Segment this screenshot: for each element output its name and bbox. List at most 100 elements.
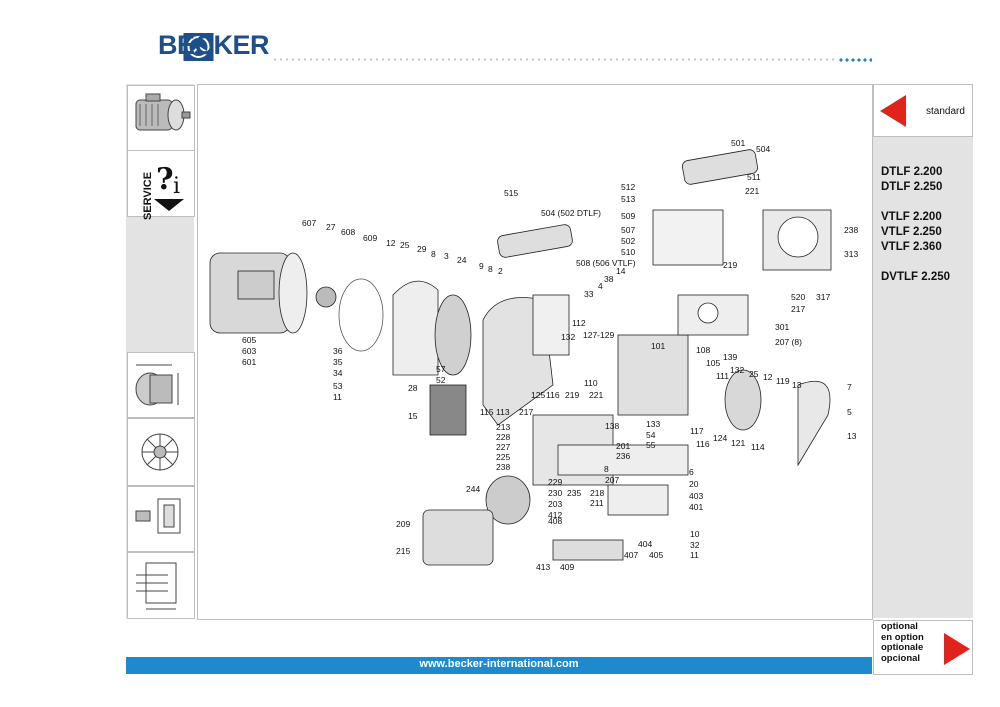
dimension-thumb-motor[interactable] xyxy=(127,352,195,418)
part-number: 317 xyxy=(816,292,831,302)
part-number: 116 xyxy=(546,390,560,400)
part-number: 236 xyxy=(616,451,631,461)
part-number: 36 xyxy=(333,346,343,356)
footer-url[interactable]: www.becker-international.com xyxy=(419,658,579,670)
part-number: 607 xyxy=(302,218,317,228)
part-number: 139 xyxy=(723,352,738,362)
part-number: 125 xyxy=(531,390,546,400)
part-number: 513 xyxy=(621,194,636,204)
part-number: 57 xyxy=(436,364,446,374)
becker-logo-icon xyxy=(183,33,214,61)
brand-name: BECKER xyxy=(158,30,270,60)
part-number: 13 xyxy=(847,431,857,441)
part-number: 132 xyxy=(730,365,745,375)
part-number: 101 xyxy=(651,341,666,351)
part-number: 203 xyxy=(548,499,563,509)
part-number: 221 xyxy=(745,186,760,196)
part-number: 502 xyxy=(621,236,636,246)
part-number: 507 xyxy=(621,225,636,235)
part-number: 116 xyxy=(696,439,710,449)
part-number: 5 xyxy=(847,407,852,417)
part-number: 405 xyxy=(649,550,664,560)
part-number: 215 xyxy=(396,546,411,556)
part-number: 213 xyxy=(496,422,511,432)
part-number: 32 xyxy=(690,540,700,550)
part-number: 52 xyxy=(436,375,446,385)
right-sidebar xyxy=(873,84,973,618)
part-number: 230 xyxy=(548,488,563,498)
part-number: 603 xyxy=(242,346,257,356)
part-number: 8 xyxy=(488,264,493,274)
part-number: 29 xyxy=(417,244,427,254)
part-number: 2 xyxy=(498,266,503,276)
part-number: 413 xyxy=(536,562,551,572)
motor-icon xyxy=(135,93,191,131)
part-number: 11 xyxy=(333,392,342,402)
part-number: 235 xyxy=(567,488,582,498)
part-number: 13 xyxy=(792,380,802,390)
part-number: 115 xyxy=(480,407,494,417)
part-number: 209 xyxy=(396,519,411,529)
model-item: VTLF 2.360 xyxy=(881,241,942,253)
optional-label: optional xyxy=(881,621,918,632)
service-info-icon: ? i xyxy=(154,162,184,211)
optional-button[interactable] xyxy=(873,620,973,675)
part-number: 227 xyxy=(496,442,511,452)
part-number: 244 xyxy=(466,484,481,494)
part-number: 228 xyxy=(496,432,511,442)
optional-label: en option xyxy=(881,631,924,643)
part-number: 403 xyxy=(689,491,704,501)
part-number: 28 xyxy=(408,383,418,393)
part-number: 132 xyxy=(561,332,576,342)
part-number: 609 xyxy=(363,233,378,243)
dimension-thumb-flange[interactable] xyxy=(127,486,195,552)
part-number: 12 xyxy=(763,372,773,382)
part-number: 207 (8) xyxy=(775,337,802,347)
header-divider xyxy=(272,58,837,61)
part-number: 509 xyxy=(621,211,636,221)
part-number: 119 xyxy=(776,376,790,386)
model-item xyxy=(881,195,950,210)
header-accent xyxy=(838,58,872,62)
dimension-thumb-impeller[interactable] xyxy=(127,418,195,486)
part-number: 34 xyxy=(333,368,343,378)
model-item: VTLF 2.250 xyxy=(881,226,942,238)
part-number: 601 xyxy=(242,357,257,367)
part-number: 8 xyxy=(604,464,609,474)
part-number: 105 xyxy=(706,358,721,368)
part-number: 108 xyxy=(696,345,711,355)
part-number: 201 xyxy=(616,441,631,451)
connection-icon xyxy=(136,562,177,610)
part-number: 27 xyxy=(326,222,336,232)
part-number: 313 xyxy=(844,249,859,259)
part-number: 114 xyxy=(751,442,765,452)
optional-label: optionale xyxy=(881,642,924,653)
part-number: 504 (502 DTLF) xyxy=(541,208,601,218)
part-number: 14 xyxy=(616,266,626,276)
model-item: DTLF 2.250 xyxy=(881,181,943,193)
part-number: 605 xyxy=(242,335,257,345)
standard-button[interactable] xyxy=(873,84,973,137)
part-number: 511 xyxy=(747,172,761,182)
dimension-thumb-connection[interactable] xyxy=(127,552,195,619)
svg-text:i: i xyxy=(173,174,180,199)
part-number: 4 xyxy=(598,281,603,291)
part-number: 229 xyxy=(548,477,563,487)
part-number: 408 xyxy=(548,516,563,526)
part-number: 515 xyxy=(504,188,519,198)
part-number: 117 xyxy=(690,426,704,436)
part-number: 110 xyxy=(584,378,598,388)
optional-labels: optional en option optionale opcional xyxy=(881,621,924,664)
part-number: 219 xyxy=(565,390,580,400)
part-number: 133 xyxy=(646,419,661,429)
part-number: 3 xyxy=(444,251,449,261)
part-number: 221 xyxy=(589,390,604,400)
motor-thumbnail[interactable] xyxy=(127,85,195,151)
service-panel[interactable]: ? i xyxy=(127,150,195,217)
part-number: 238 xyxy=(496,462,511,472)
part-number: 8 xyxy=(431,249,436,259)
flange-icon xyxy=(135,498,181,534)
part-number: 409 xyxy=(560,562,575,572)
part-number: 35 xyxy=(333,357,343,367)
part-number: 25 xyxy=(749,369,759,379)
